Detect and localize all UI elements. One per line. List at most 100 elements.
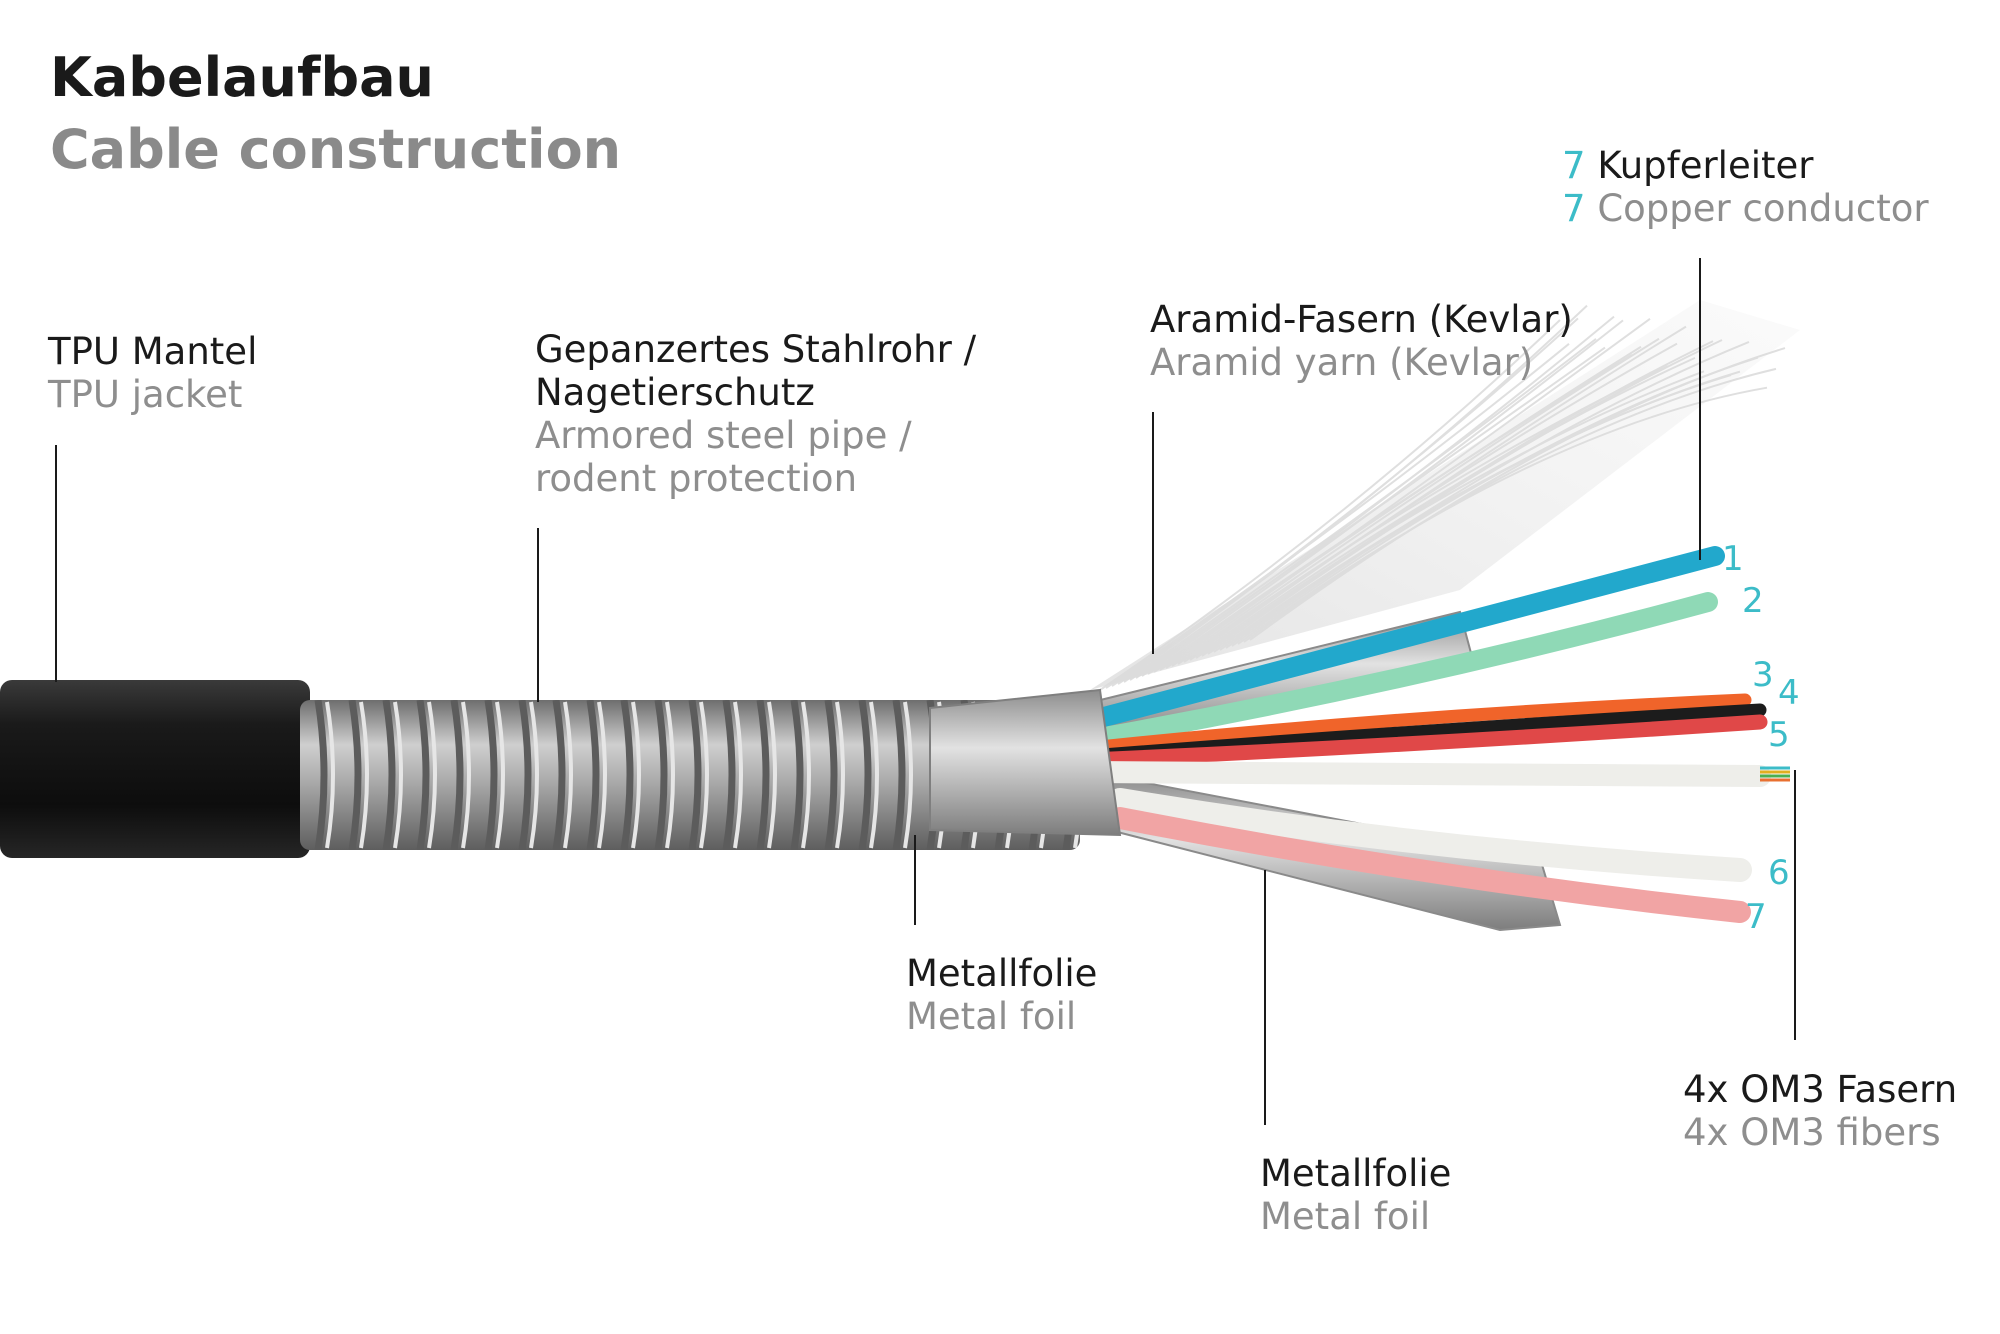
label-metal-foil-inner: Metallfolie Metal foil: [906, 952, 1097, 1038]
armor-ring: [586, 700, 600, 850]
armor-ring: [314, 700, 328, 850]
kevlar-strand: [1177, 342, 1678, 665]
armor-ring-highlight: [801, 701, 811, 849]
wire-number: 1: [1722, 539, 1744, 579]
armor-ring: [858, 700, 872, 850]
armor-ring-highlight: [529, 701, 539, 849]
tpu-jacket: [0, 680, 310, 858]
kevlar-strand: [1153, 345, 1642, 673]
label-de: Aramid-Fasern (Kevlar): [1150, 298, 1573, 341]
wire-number: 5: [1768, 715, 1790, 755]
wire: [1082, 714, 1768, 768]
armor-ring: [654, 700, 668, 850]
title-german: Kabelaufbau: [50, 46, 434, 109]
label-de: Gepanzertes Stahlrohr /: [535, 328, 977, 371]
armor-ring: [518, 700, 532, 850]
label-en: 4x OM3 fibers: [1683, 1111, 1941, 1154]
armor-ring: [756, 700, 770, 850]
armor-ring-highlight: [631, 701, 641, 849]
armor-ring: [722, 700, 736, 850]
kevlar-strand: [1201, 340, 1714, 657]
kevlar-strand: [1117, 304, 1588, 685]
title-english: Cable construction: [50, 118, 622, 181]
armor-ring-highlight: [495, 701, 505, 849]
kevlar-strand: [1165, 337, 1660, 669]
label-en: Armored steel pipe /: [535, 414, 912, 457]
kevlar-strand: [1195, 370, 1705, 659]
armor-ring-highlight: [563, 701, 573, 849]
wire-number: 4: [1778, 673, 1800, 713]
label-de: TPU Mantel: [48, 330, 258, 373]
armor-ring-highlight: [461, 701, 471, 849]
kevlar-strand: [1243, 367, 1777, 643]
armor-ring: [688, 700, 702, 850]
kevlar-strand: [1135, 315, 1615, 679]
wire: [1090, 546, 1725, 728]
armor-ring: [450, 700, 464, 850]
aramid-yarn: [1090, 300, 1800, 691]
label-en: Copper conductor: [1597, 187, 1929, 230]
armor-ring: [416, 700, 430, 850]
kevlar-strand: [1183, 325, 1687, 663]
wire: [1109, 807, 1751, 923]
armor-ring-highlight: [903, 701, 913, 849]
wire: [1079, 761, 1771, 787]
label-de: 4x OM3 Fasern: [1683, 1068, 1958, 1111]
kevlar-strand: [1141, 319, 1624, 677]
wire-number: 7: [1745, 897, 1767, 937]
armor-ring-highlight: [597, 701, 607, 849]
armor-ring-highlight: [733, 701, 743, 849]
label-de: Kupferleiter: [1597, 144, 1814, 187]
wire-numbers: 1 2 3 4 5 6 7: [1722, 539, 1800, 937]
wire-number: 3: [1752, 655, 1774, 695]
label-en: Metal foil: [906, 995, 1077, 1038]
armor-ring: [790, 700, 804, 850]
label-en: TPU jacket: [48, 373, 243, 416]
armor-ring: [620, 700, 634, 850]
kevlar-strand: [1207, 339, 1723, 655]
wire-number: 2: [1742, 581, 1764, 621]
armor-ring: [892, 700, 906, 850]
armor-ring: [382, 700, 396, 850]
kevlar-strand: [1105, 343, 1570, 689]
label-en: Aramid yarn (Kevlar): [1150, 341, 1534, 384]
armor-ring: [348, 700, 362, 850]
label-aramid-yarn: Aramid-Fasern (Kevlar) Aramid yarn (Kevl…: [1150, 298, 1573, 384]
label-en: rodent protection: [535, 457, 858, 500]
wire: [1100, 592, 1718, 746]
armor-ring-highlight: [699, 701, 709, 849]
wire-number: 6: [1768, 853, 1790, 893]
label-de: Nagetierschutz: [535, 371, 815, 414]
wire: [1108, 788, 1752, 882]
label-steel-pipe: Gepanzertes Stahlrohr / Nagetierschutz A…: [535, 328, 976, 500]
armor-ring-highlight: [835, 701, 845, 849]
kevlar-strand: [1099, 319, 1561, 691]
label-metal-foil-outer: Metallfolie Metal foil: [1260, 1152, 1451, 1238]
copper-count: 7: [1562, 187, 1586, 230]
armor-ring: [552, 700, 566, 850]
armor-ring-highlight: [665, 701, 675, 849]
wires: [1079, 546, 1790, 923]
kevlar-strand: [1159, 318, 1651, 671]
foil-core: [929, 688, 1122, 837]
armor-ring: [484, 700, 498, 850]
armor-ring-highlight: [869, 701, 879, 849]
copper-count: 7: [1562, 144, 1586, 187]
kevlar-strand: [1225, 341, 1750, 649]
armor-ring-highlight: [393, 701, 403, 849]
armor-ring-highlight: [325, 701, 335, 849]
armor-ring: [824, 700, 838, 850]
label-om3-fibers: 4x OM3 Fasern 4x OM3 fibers: [1683, 1068, 1957, 1154]
label-copper-conductor: 7 Kupferleiter 7 Copper conductor: [1562, 144, 1929, 230]
label-en: Metal foil: [1260, 1195, 1431, 1238]
label-de: Metallfolie: [1260, 1152, 1452, 1195]
leader-lines: [55, 258, 1796, 1125]
label-de: Metallfolie: [906, 952, 1098, 995]
armor-ring-highlight: [427, 701, 437, 849]
wire: [1083, 693, 1752, 755]
armor-ring-highlight: [359, 701, 369, 849]
kevlar-strand: [1249, 347, 1786, 641]
armor-ring-highlight: [767, 701, 777, 849]
label-tpu-jacket: TPU Mantel TPU jacket: [48, 330, 257, 416]
